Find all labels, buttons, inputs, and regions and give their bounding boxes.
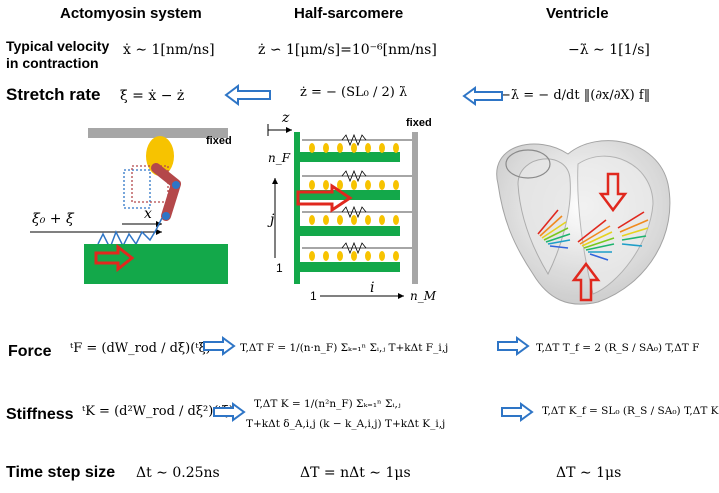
fixed-label-actomyosin: fixed <box>206 135 232 147</box>
heart-inner-left <box>517 158 571 276</box>
filament-rows <box>300 133 412 272</box>
ventricle-diagram <box>496 140 671 305</box>
actin-red-arrow <box>94 243 135 273</box>
row-label-stiffness: Stiffness <box>6 406 74 423</box>
header-ventricle: Ventricle <box>546 5 609 22</box>
row-label-stretch-rate: Stretch rate <box>6 85 101 104</box>
ventricle-red-arrow-down <box>598 172 628 213</box>
stiffness-half-sarcomere-line2: T+kΔt δ_A,i,j (k − k_A,i,j) T+kΔt K_i,j <box>246 418 446 430</box>
header-actomyosin: Actomyosin system <box>60 5 202 22</box>
z-disc <box>294 132 300 284</box>
force-arrow-right-1 <box>203 336 236 356</box>
j-label: j <box>267 212 275 228</box>
stretch-actomyosin: ξ̇ = ẋ − ż <box>120 88 185 104</box>
x-label: x <box>144 206 152 222</box>
i-label: i <box>370 280 374 296</box>
stretch-half-sarcomere: ż = − (SL₀ / 2) λ̇ <box>300 85 408 100</box>
row-label-force: Force <box>8 343 52 360</box>
stiffness-arrow-right-2 <box>501 402 534 422</box>
myosin-heads <box>309 143 399 261</box>
force-actomyosin: ᵗF = (dW_rod / dξ)(ᵗξ) <box>70 341 211 356</box>
fiber-fan <box>537 209 649 261</box>
valve-ring <box>505 149 551 179</box>
actomyosin-diagram: fixed x ξ₀ + ξ <box>30 128 232 284</box>
stretch-arrow-left-2 <box>462 86 503 106</box>
velocity-half-sarcomere: ż ∽ 1[μm/s]=10⁻⁶[nm/ns] <box>258 42 437 58</box>
fixed-bar-actomyosin <box>88 128 228 138</box>
m-line <box>412 132 418 284</box>
force-arrow-right-2 <box>497 336 530 356</box>
timestep-ventricle: ΔT ∼ 1μs <box>556 465 622 481</box>
force-half-sarcomere: T,ΔT F = 1/(n·n_F) Σₖ₌₁ⁿ Σᵢ,ⱼ T+kΔt F_i,… <box>240 342 449 354</box>
nM-label: n_M <box>410 289 437 303</box>
one-j-label: 1 <box>276 261 283 275</box>
fixed-label-sarcomere: fixed <box>406 117 432 129</box>
half-sarcomere-diagram: z n_F j 1 1 i n_M fixed <box>267 110 437 303</box>
stiffness-half-sarcomere-line1: T,ΔT K = 1/(n²n_F) Σₖ₌₁ⁿ Σᵢ,ⱼ <box>254 398 401 410</box>
velocity-actomyosin: ẋ ∼ 1[nm/ns] <box>123 42 215 58</box>
myosin-lever-arm <box>151 163 181 221</box>
timestep-actomyosin: Δt ∼ 0.25ns <box>136 465 220 481</box>
stiffness-actomyosin: ᵗK = (d²W_rod / dξ²)(ᵗξ) <box>82 404 234 419</box>
velocity-ventricle: −λ̇ ∼ 1[1/s] <box>568 42 650 58</box>
row-label-velocity: Typical velocity in contraction <box>6 38 109 72</box>
row-label-velocity-line1: Typical velocity <box>6 38 110 54</box>
stiffness-arrow-right-1 <box>213 402 246 422</box>
force-ventricle: T,ΔT T_f = 2 (R_S / SA₀) T,ΔT F <box>536 342 700 354</box>
z-label: z <box>281 110 290 126</box>
stretch-ventricle: −λ̇ = − d/dt ‖(∂x/∂X) f‖ <box>500 88 651 103</box>
nF-label: n_F <box>268 151 291 165</box>
sarcomere-red-arrow <box>296 183 353 213</box>
xi-label: ξ₀ + ξ <box>32 211 75 227</box>
header-half-sarcomere: Half-sarcomere <box>294 5 404 22</box>
stiffness-ventricle: T,ΔT K_f = SL₀ (R_S / SA₀) T,ΔT K <box>542 405 719 417</box>
row-label-velocity-line2: in contraction <box>6 55 99 71</box>
one-i-label: 1 <box>310 289 317 303</box>
hinge-joint-upper <box>172 181 180 189</box>
timestep-half-sarcomere: ΔT = nΔt ∼ 1μs <box>300 465 411 481</box>
dashed-box-blue <box>123 169 151 209</box>
ventricle-red-arrow-up <box>571 261 601 302</box>
heart-inner-right <box>577 155 654 295</box>
row-label-time-step: Time step size <box>6 464 116 481</box>
stretch-arrow-left-1 <box>224 84 271 106</box>
hinge-joint-lower <box>162 212 170 220</box>
spring-blue <box>97 217 163 250</box>
